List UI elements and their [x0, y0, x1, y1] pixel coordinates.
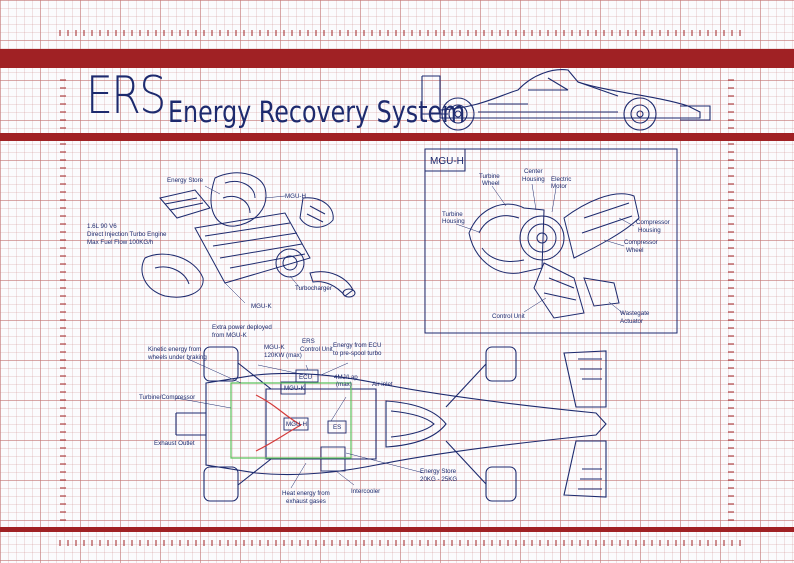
es-box-label: ES — [333, 424, 341, 431]
electric-motor-label-1: Electric — [551, 176, 571, 183]
extra-power-label-1: Extra power deployed — [212, 324, 272, 331]
car-top-down-diagram: ECU MGU-K MGU-H ES Extra power deployed … — [139, 324, 607, 505]
engine-spec-line-2: Direct Injection Turbo Engine — [87, 231, 167, 238]
engine-exploded-view: Energy Store MGU-H 1.6L 90 V6 Direct Inj… — [87, 172, 356, 310]
air-inlet-label: Air inlet — [372, 381, 393, 388]
mguh-power-label-1: 4MJ/Lap — [334, 374, 358, 381]
turbine-compressor-label: Turbine/Compressor — [139, 394, 195, 401]
bottom-red-band — [0, 527, 794, 532]
energy-store-block — [159, 189, 211, 219]
turbine-wheel-label-1: Turbine — [479, 173, 500, 180]
ers-control-label-1: ERS — [302, 338, 315, 345]
mguh-box-label: MGU-H — [286, 421, 307, 428]
top-red-band — [0, 49, 794, 68]
mguk-power-label-1: MGU-K — [264, 344, 285, 351]
engine-spec-line-1: 1.6L 90 V6 — [87, 223, 117, 230]
page-title: ERS — [86, 66, 166, 126]
extra-power-label-2: from MGU-K — [212, 332, 248, 339]
energy-store-car-label-2: 20KG - 25KG — [420, 476, 457, 483]
electric-motor-label-2: Motor — [551, 183, 567, 190]
engine-block — [194, 212, 311, 284]
engine-spec-line-3: Max Fuel Flow 100KG/h — [87, 239, 154, 246]
mguh-power-label-2: (max) — [336, 381, 352, 388]
ecu-box-label: ECU — [299, 374, 312, 381]
kinetic-energy-label-2: wheels under braking — [147, 354, 207, 361]
ers-control-label-2: Control Unit — [300, 346, 333, 353]
heat-energy-label-1: Heat energy from — [282, 490, 330, 497]
energy-ecu-label-1: Energy from ECU — [333, 342, 381, 349]
mguk-motor — [141, 253, 204, 298]
compressor-housing-label-2: Housing — [638, 227, 661, 234]
mguh-unit — [299, 197, 334, 228]
mguk-power-label-2: 120KW (max) — [264, 352, 302, 359]
center-housing-label-2: Housing — [522, 176, 545, 183]
header-red-band — [0, 133, 794, 141]
compressor-wheel-label-1: Compressor — [624, 239, 658, 246]
turbocharger-label: Turbocharger — [295, 285, 332, 292]
energy-ecu-label-2: to pre-spool turbo — [333, 350, 382, 357]
exhaust-outlet-label: Exhaust Outlet — [154, 440, 195, 447]
kinetic-energy-label-1: Kinetic energy from — [148, 346, 201, 353]
energy-store-car-label-1: Energy Store — [420, 468, 457, 475]
turbine-housing-label-1: Turbine — [442, 211, 463, 218]
compressor-housing-label-1: Compressor — [636, 219, 670, 226]
center-housing-label-1: Center — [524, 168, 543, 175]
mguh-panel-title: MGU-H — [430, 156, 464, 167]
component-boxes — [280, 369, 347, 472]
car-side-profile — [421, 69, 711, 131]
turbine-housing-label-2: Housing — [442, 218, 465, 225]
heat-energy-label-2: exhaust gases — [286, 498, 326, 505]
mguk-engine-label: MGU-K — [251, 303, 272, 310]
mguk-box-label: MGU-K — [284, 385, 305, 392]
page-subtitle: Energy Recovery System — [168, 95, 466, 129]
wastegate-label-1: Wastegate — [620, 310, 650, 317]
energy-store-label: Energy Store — [167, 177, 204, 184]
wastegate-label-2: Actuator — [620, 318, 643, 325]
energy-flow-lines — [230, 382, 352, 459]
intercooler-label: Intercooler — [351, 488, 380, 495]
compressor-wheel-label-2: Wheel — [626, 247, 644, 254]
mguh-engine-label: MGU-H — [285, 193, 306, 200]
turbine-wheel-label-2: Wheel — [482, 180, 500, 187]
turbo-housing-top — [210, 172, 267, 227]
turbocharger-pipe — [309, 271, 356, 298]
control-unit-label: Control Unit — [492, 313, 525, 320]
mguh-detail-panel: MGU-H Turbine Wheel Center Housing Elect… — [424, 148, 678, 334]
